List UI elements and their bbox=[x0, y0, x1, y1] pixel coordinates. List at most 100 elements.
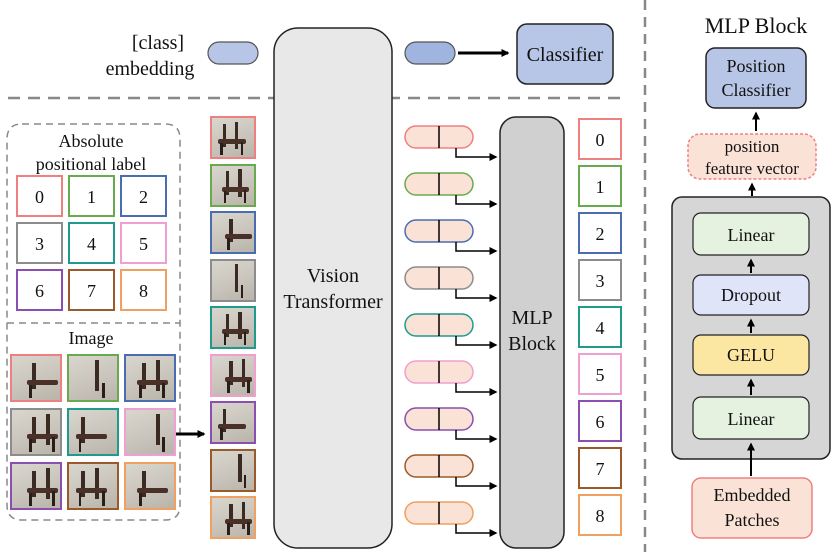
image-patch bbox=[124, 354, 176, 402]
chair-shape bbox=[240, 142, 244, 156]
chair-shape bbox=[81, 470, 85, 497]
chair-shape bbox=[235, 264, 239, 292]
chair-shape bbox=[227, 238, 230, 251]
chair-shape bbox=[26, 488, 59, 494]
vit-label-line2: Transformer bbox=[283, 291, 383, 313]
chair-shape bbox=[225, 519, 253, 525]
feature-vector-line2: feature vector bbox=[705, 159, 799, 178]
chair-shape bbox=[52, 491, 56, 506]
chair-shape bbox=[225, 376, 253, 382]
chair-shape bbox=[247, 522, 250, 536]
chair-shape bbox=[156, 360, 161, 392]
class-token-output bbox=[404, 41, 456, 65]
image-patch bbox=[67, 462, 119, 510]
token-arrow bbox=[455, 430, 498, 443]
chair-shape bbox=[31, 362, 36, 389]
chair-shape bbox=[101, 383, 105, 398]
token-arrow bbox=[455, 477, 498, 490]
abs-label-number: 8 bbox=[139, 281, 148, 301]
chair-shape bbox=[29, 438, 33, 452]
abs-label-number: 0 bbox=[35, 187, 44, 207]
abs-label-number: 4 bbox=[87, 234, 96, 254]
chair-shape bbox=[247, 379, 250, 393]
image-patch bbox=[210, 258, 256, 302]
chair-shape bbox=[235, 121, 239, 150]
chair-shape bbox=[223, 190, 227, 203]
chair-shape bbox=[46, 468, 50, 500]
chair-shape bbox=[220, 428, 223, 441]
abs-label-box bbox=[16, 269, 63, 311]
chair-shape bbox=[95, 360, 100, 392]
chair-shape bbox=[238, 169, 242, 197]
chair-shape bbox=[137, 488, 169, 494]
abs-label-number: 7 bbox=[87, 281, 96, 301]
output-label-box bbox=[578, 259, 622, 301]
classifier-label: Classifier bbox=[527, 44, 604, 66]
chair-shape bbox=[29, 384, 33, 398]
embedded-line1: Embedded bbox=[714, 485, 791, 505]
output-label-number: 7 bbox=[596, 459, 605, 479]
chair-shape bbox=[227, 523, 230, 536]
chair-shape bbox=[243, 474, 247, 488]
chair-shape bbox=[78, 438, 82, 452]
output-label-box bbox=[578, 400, 622, 442]
image-patch bbox=[10, 408, 62, 456]
feature-vector-box bbox=[687, 133, 817, 180]
chair-shape bbox=[162, 383, 166, 398]
image-patch bbox=[210, 163, 256, 207]
output-label-number: 6 bbox=[596, 412, 605, 432]
chair-shape bbox=[243, 189, 247, 203]
chair-shape bbox=[238, 311, 242, 340]
class-token bbox=[207, 41, 259, 65]
linear-top-box bbox=[692, 212, 810, 256]
output-label-number: 8 bbox=[596, 506, 605, 526]
chair-shape bbox=[46, 414, 50, 446]
position-classifier-line2: Classifier bbox=[722, 80, 791, 100]
abs-label-number: 5 bbox=[139, 234, 148, 254]
token-arrow bbox=[455, 524, 498, 537]
embedded-patches-box bbox=[691, 477, 813, 539]
chair-shape bbox=[156, 414, 161, 446]
token-row: 1 bbox=[404, 165, 622, 208]
chair-shape bbox=[241, 501, 246, 530]
abs-label-box bbox=[68, 222, 115, 264]
chair-shape bbox=[76, 488, 108, 494]
abs-label-number: 1 bbox=[87, 187, 96, 207]
abs-label-number: 3 bbox=[35, 234, 44, 254]
output-label-box bbox=[578, 165, 622, 207]
feature-vector-line1: position bbox=[725, 137, 780, 156]
token-row: 0 bbox=[404, 118, 622, 161]
input-panel bbox=[6, 123, 181, 521]
chair-shape bbox=[222, 123, 226, 148]
chair-shape bbox=[243, 332, 247, 346]
abs-label-box bbox=[68, 269, 115, 311]
chair-shape bbox=[139, 384, 143, 398]
linear-bottom-box bbox=[692, 396, 810, 440]
chair-shape bbox=[240, 284, 244, 298]
abs-label-box bbox=[120, 269, 167, 311]
chair-shape bbox=[81, 416, 85, 443]
chair-shape bbox=[31, 470, 36, 497]
image-patch bbox=[124, 408, 176, 456]
chair-shape bbox=[78, 492, 82, 506]
image-patch bbox=[210, 448, 256, 492]
image-patch bbox=[10, 462, 62, 510]
image-patch bbox=[210, 353, 256, 397]
output-label-box bbox=[578, 306, 622, 348]
output-label-box bbox=[578, 353, 622, 395]
chair-shape bbox=[218, 139, 246, 145]
output-label-box bbox=[578, 212, 622, 254]
mlp-label-line2: Block bbox=[508, 333, 556, 355]
chair-shape bbox=[95, 468, 100, 500]
mlp-label-line1: MLP bbox=[511, 307, 552, 329]
output-label-number: 3 bbox=[596, 271, 605, 291]
chair-shape bbox=[229, 361, 233, 385]
output-label-box bbox=[578, 494, 622, 536]
chair-shape bbox=[31, 416, 36, 443]
output-label-box bbox=[578, 447, 622, 489]
class-embedding-label-line1: [class] bbox=[132, 32, 184, 54]
token-arrow bbox=[455, 336, 498, 349]
